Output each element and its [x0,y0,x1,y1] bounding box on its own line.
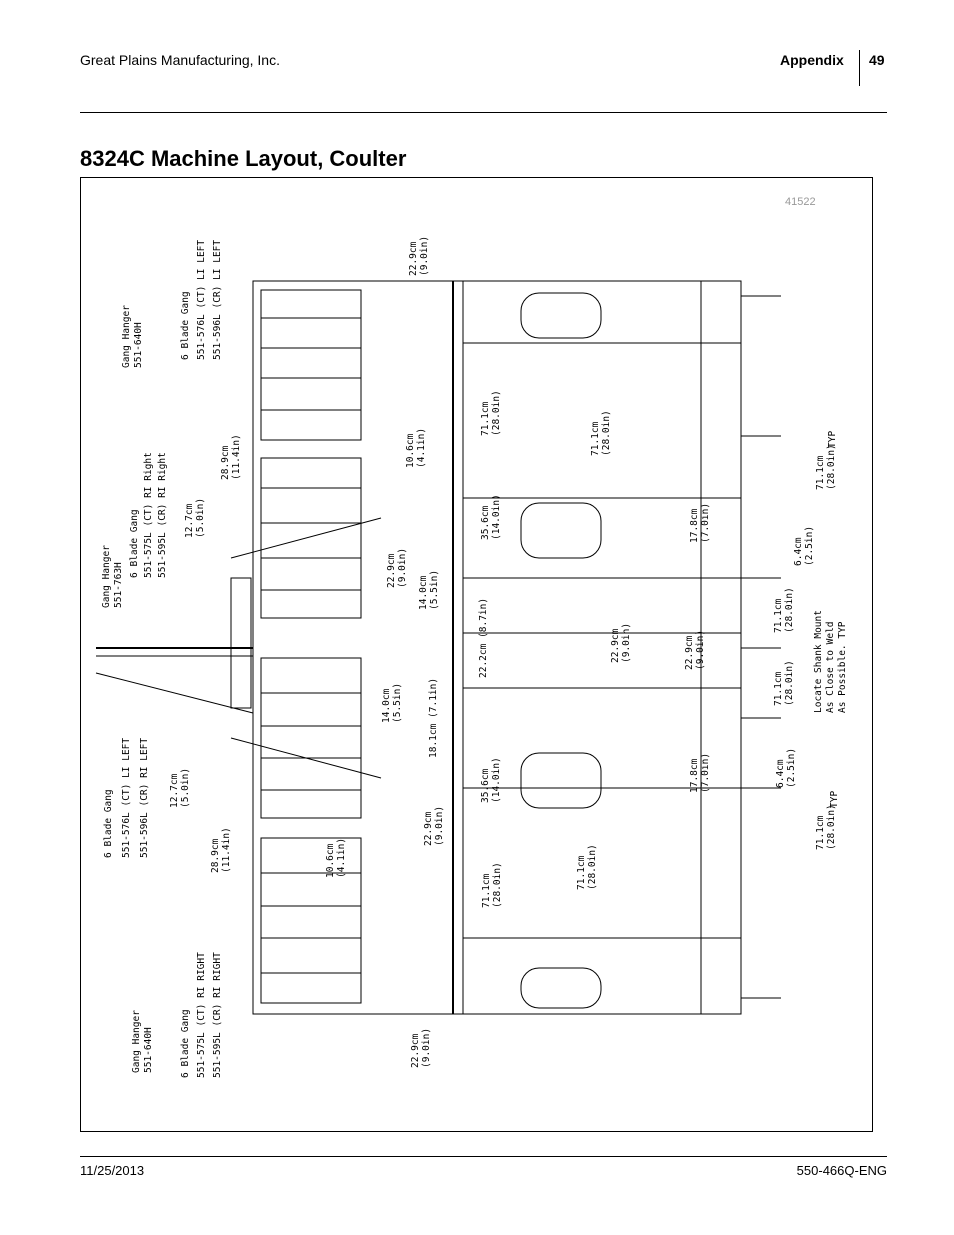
dim-14-0-top: 14.0cm(5.5in) [418,570,440,610]
machine-layout-drawing: Gang Hanger 551-640H 6 Blade Gang 551-57… [95,234,848,1078]
dim-22-9-c: 22.9cm(9.0in) [610,623,632,663]
dim-6-4-bottom: 6.4cm(2.5in) [775,748,797,788]
footer-rule [80,1156,887,1157]
header-rule [80,112,887,113]
dim-14-0-bottom: 14.0cm(5.5in) [381,683,403,723]
figure-id: 41522 [785,196,816,208]
figure-frame [80,177,873,1132]
gang-rows [260,289,362,1004]
dim-71-1-d: 71.1cm(28.0in) [773,660,795,706]
shanks [741,295,781,999]
header-page-number: 49 [869,52,885,68]
dim-17-8-top: 17.8cm(7.0in) [689,503,711,543]
dim-28-9-bottom: 28.9cm(11.4in) [210,827,232,873]
dim-71-1-typ-top: 71.1cm(28.0in) [815,444,837,490]
label-gang-hanger-640h-bottom: Gang Hanger 551-640H [131,1004,154,1073]
label-gang-hanger-640h-top: Gang Hanger 551-640H [121,299,144,368]
label-gang-hanger-763h: Gang Hanger 551-763H [101,539,124,608]
header-divider [859,50,860,86]
label-blade-gang-li-left-mid: 6 Blade Gang 551-576L (CT) LI LEFT 551-5… [103,732,150,858]
dim-71-1-b: 71.1cm(28.0in) [590,410,612,456]
dim-71-1-e: 71.1cm(28.0in) [481,862,503,908]
footer-date: 11/25/2013 [80,1163,145,1178]
hitch [95,517,382,779]
dim-71-1-typ-bottom: 71.1cm(28.0in) [815,804,837,850]
label-shank-mount-note: Locate Shank Mount As Close to Weld As P… [813,604,848,713]
dim-71-1-a: 71.1cm(28.0in) [480,390,502,436]
dim-22-9-bottom-mid: 22.9cm(9.0in) [423,806,445,846]
dimension-labels: 22.9cm(9.0in) 28.9cm(11.4in) 10.6cm(4.1i… [169,236,840,1068]
footer-doc-number: 550-466Q-ENG [796,1163,887,1178]
dim-35-6-top: 35.6cm(14.0in) [480,494,502,540]
dim-10-6-top: 10.6cm(4.1in) [405,428,427,468]
label-blade-gang-ri-right-bottom: 6 Blade Gang 551-575L (CT) RI RIGHT 551-… [180,946,223,1078]
label-blade-gang-li-left-top: 6 Blade Gang 551-576L (CT) LI LEFT 551-5… [180,234,223,360]
dim-22-9-d: 22.9cm(9.0in) [684,630,706,670]
dim-22-9-mid: 22.9cm(9.0in) [386,548,408,588]
dim-22-2: 22.2cm (8.7in) [478,598,489,678]
dim-10-6-bottom: 10.6cm(4.1in) [325,838,347,878]
dim-6-4-top: 6.4cm(2.5in) [793,526,815,566]
dim-35-6-bottom: 35.6cm(14.0in) [480,757,502,803]
dim-typ-bottom: TYP [829,791,840,808]
dim-12-7-bottom: 12.7cm(5.0in) [169,768,191,808]
tires [520,292,602,1009]
dim-17-8-bottom: 17.8cm(7.0in) [689,753,711,793]
dim-22-9-top: 22.9cm(9.0in) [408,236,430,276]
dim-28-9-top: 28.9cm(11.4in) [220,434,242,480]
dim-71-1-c: 71.1cm(28.0in) [773,587,795,633]
header-section: Appendix [780,52,844,68]
label-blade-gang-ri-right-top: 6 Blade Gang 551-575L (CT) RI Right 551-… [129,446,168,578]
dim-12-7-top: 12.7cm(5.0in) [184,498,206,538]
header-company: Great Plains Manufacturing, Inc. [80,52,280,68]
page-title: 8324C Machine Layout, Coulter [80,146,407,171]
dim-typ-top: TYP [827,431,838,448]
dim-22-9-bottom: 22.9cm(9.0in) [410,1028,432,1068]
dim-18-1: 18.1cm (7.1in) [428,678,439,758]
dim-71-1-f: 71.1cm(28.0in) [576,844,598,890]
